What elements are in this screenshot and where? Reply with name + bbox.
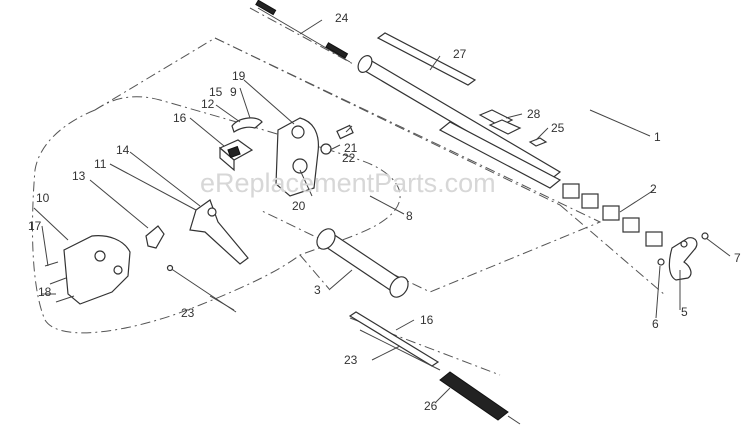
screws [44,261,75,303]
callout-12: 12 [201,97,215,111]
grip-tube [316,228,409,298]
callout-5: 5 [681,305,688,319]
callout-15: 15 [209,85,223,99]
callout-16-upper: 16 [173,111,187,125]
callout-labels: 24 27 28 25 1 2 7 5 6 8 3 19 15 9 12 16 … [28,11,741,413]
callout-17: 17 [28,219,42,233]
callout-19: 19 [232,69,246,83]
callout-11: 11 [94,157,107,171]
callout-20: 20 [292,199,306,213]
cable-assembly [348,311,441,371]
lock-lever [145,225,165,249]
drive-shaft-tube [357,55,562,189]
callout-21: 21 [344,141,358,155]
callout-6: 6 [652,317,659,331]
hanger-bracket [657,232,709,281]
handle-half [63,235,131,305]
callout-23-lower: 23 [344,353,358,367]
watermark: eReplacementParts.com [200,168,496,198]
callout-16-lower: 16 [420,313,434,327]
callout-9: 9 [230,85,237,99]
switch [218,139,254,172]
flex-shaft [255,0,351,63]
callout-28: 28 [527,107,541,121]
inner-spring [439,371,521,425]
bearings [562,183,663,247]
callout-1: 1 [654,130,661,144]
callout-3: 3 [314,283,321,297]
callout-7: 7 [734,251,741,265]
callout-2: 2 [650,182,657,196]
callout-10: 10 [36,191,50,205]
callout-25: 25 [551,121,565,135]
throttle-trigger [189,199,249,265]
callout-14: 14 [116,143,130,157]
callout-24: 24 [335,11,349,25]
decal-strip [376,32,477,86]
callout-8: 8 [406,209,413,223]
leader-lines [33,19,731,403]
callout-22: 22 [342,151,356,165]
callout-23-upper: 23 [181,306,195,320]
callout-26: 26 [424,399,438,413]
throttle-housing [275,117,354,197]
callout-13: 13 [72,169,86,183]
callout-18: 18 [38,285,52,299]
callout-27: 27 [453,47,467,61]
